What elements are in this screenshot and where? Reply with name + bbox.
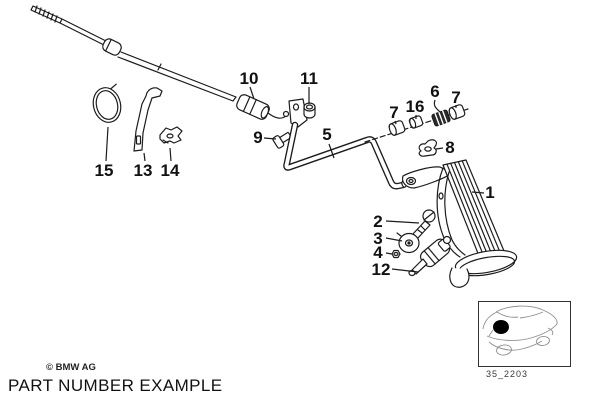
part-label-12[interactable]: 12 <box>372 260 391 279</box>
throttle-cable-drawing <box>30 5 237 102</box>
car-outline-drawing <box>482 305 558 356</box>
push-rod-drawing <box>283 121 407 190</box>
rod-top-bracket-drawing <box>288 98 308 128</box>
part-label-11[interactable]: 11 <box>300 69 318 88</box>
leader-line-6 <box>433 99 441 113</box>
part-label-15[interactable]: 15 <box>95 161 114 180</box>
car-location-inset: 35_2203 <box>478 301 571 379</box>
cable-end-fitting-drawing <box>236 94 290 120</box>
leader-lines <box>105 86 485 273</box>
sleeve-16-drawing <box>408 115 424 129</box>
clamp-14-drawing <box>159 126 183 144</box>
sensor-12-drawing <box>408 235 452 277</box>
location-dot <box>493 320 509 334</box>
bracket-13-drawing <box>133 87 163 152</box>
leader-line-15 <box>105 126 109 162</box>
leader-line-10 <box>249 86 255 100</box>
leader-line-8 <box>435 147 444 150</box>
ball-pin-2-drawing <box>410 209 436 241</box>
page-caption: PART NUMBER EXAMPLE <box>8 376 223 395</box>
nut-4-drawing <box>391 249 401 259</box>
nut-11-drawing <box>303 102 316 119</box>
part-label-13[interactable]: 13 <box>134 161 153 180</box>
leader-line-14 <box>169 147 172 162</box>
accelerator-pedal-drawing <box>436 159 518 288</box>
clip-8-drawing <box>418 139 438 157</box>
part-label-1[interactable]: 1 <box>485 183 494 202</box>
leader-line-2 <box>385 220 420 224</box>
leader-line-5 <box>328 143 335 159</box>
part-label-14[interactable]: 14 <box>161 161 180 180</box>
leader-line-4 <box>385 252 393 255</box>
spring-6-drawing <box>431 109 451 127</box>
leader-line-12 <box>391 268 419 273</box>
part-label-6[interactable]: 6 <box>430 82 439 101</box>
bushing-7-right-drawing <box>448 104 466 120</box>
leader-line-7-left <box>394 120 397 125</box>
part-label-4[interactable]: 4 <box>373 243 383 262</box>
part-label-7-left[interactable]: 7 <box>389 103 398 122</box>
ring-15-drawing <box>92 83 122 123</box>
part-label-7-right[interactable]: 7 <box>451 88 460 107</box>
link-arm-drawing <box>401 166 453 189</box>
part-label-8[interactable]: 8 <box>445 138 454 157</box>
leader-line-9 <box>263 137 277 140</box>
leader-line-13 <box>143 152 146 162</box>
part-label-2[interactable]: 2 <box>373 212 382 231</box>
part-label-5[interactable]: 5 <box>322 125 331 144</box>
bmw-copyright: © BMW AG <box>46 362 96 373</box>
part-label-3[interactable]: 3 <box>373 229 382 248</box>
part-label-10[interactable]: 10 <box>240 69 259 88</box>
washer-3-drawing <box>396 232 420 254</box>
part-label-16[interactable]: 16 <box>406 97 425 116</box>
leader-line-3 <box>385 237 403 242</box>
part-label-9[interactable]: 9 <box>253 128 262 147</box>
inset-diagram-code: 35_2203 <box>486 369 528 379</box>
part-number-callouts: 10 11 9 5 7 16 6 7 8 1 2 3 4 12 15 13 14 <box>95 69 495 279</box>
leader-line-1 <box>471 191 485 194</box>
